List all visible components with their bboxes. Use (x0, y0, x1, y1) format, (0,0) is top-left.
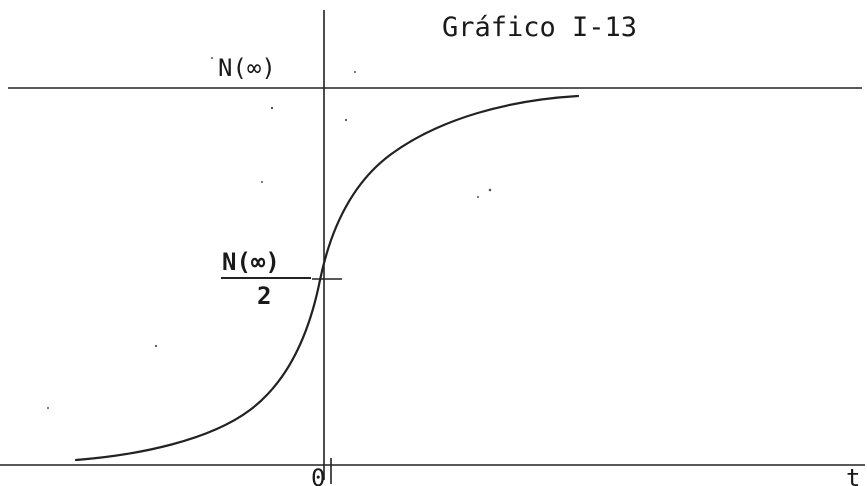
logistic-curve (74, 94, 580, 462)
time-axis-label: t (846, 464, 860, 486)
figure-title: Gráfico I-13 (442, 12, 637, 43)
asymptote-label: N(∞) (218, 54, 276, 82)
scan-specks (47, 57, 492, 409)
midpoint-label-denominator: 2 (257, 282, 271, 310)
midpoint-label-numerator: N(∞) (222, 248, 280, 276)
origin-label: 0 (311, 464, 325, 486)
